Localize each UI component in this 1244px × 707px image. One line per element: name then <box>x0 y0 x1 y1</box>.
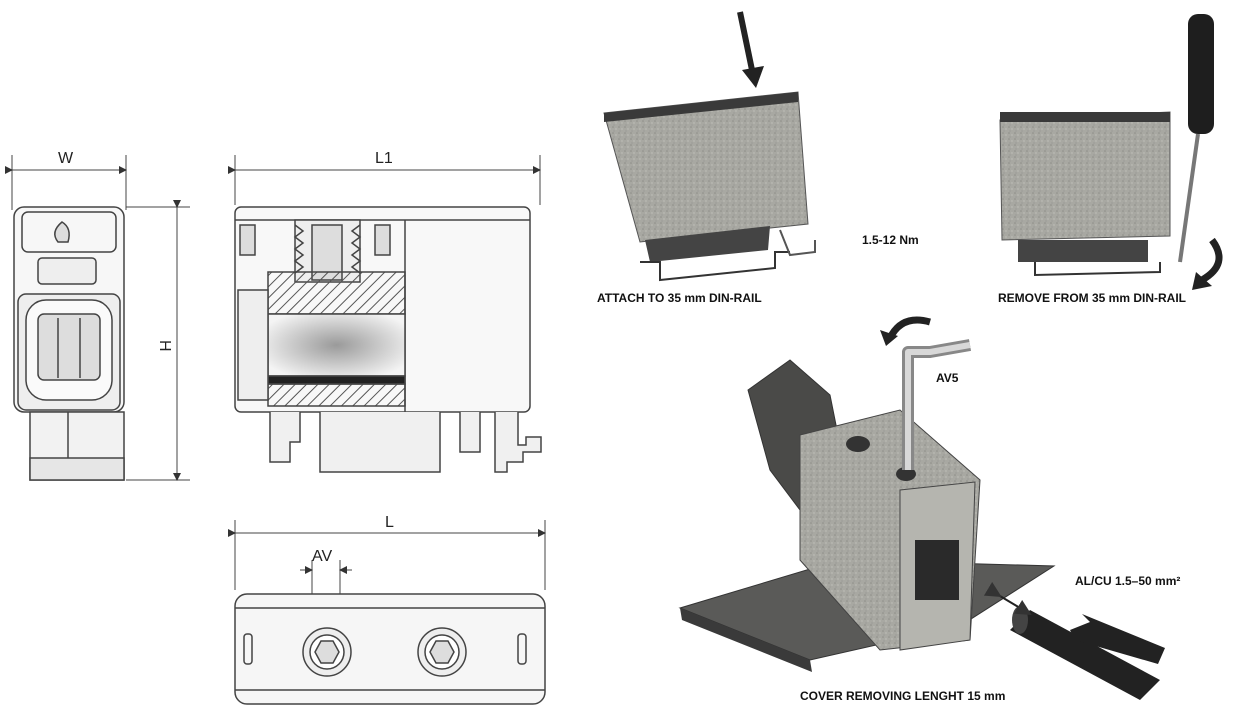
length1-label: L1 <box>375 150 393 167</box>
attach-caption: ATTACH TO 35 mm DIN-RAIL <box>597 291 762 305</box>
assembly-illustration <box>678 316 1165 700</box>
rotate-arrow-icon <box>1192 272 1212 290</box>
rotation-arrow-icon <box>886 316 931 340</box>
hex-label: AV <box>312 548 332 565</box>
length-label: L <box>385 514 394 531</box>
front-view <box>5 155 190 481</box>
tool-label: AV5 <box>936 371 959 385</box>
remove-caption: REMOVE FROM 35 mm DIN-RAIL <box>998 291 1186 305</box>
conductor-label: AL/CU 1.5–50 mm² <box>1075 574 1180 588</box>
conductor-icon <box>1010 610 1160 700</box>
torque-label: 1.5-12 Nm <box>862 233 919 247</box>
section-view <box>228 155 542 473</box>
attach-illustration <box>603 11 816 282</box>
top-view <box>228 520 546 705</box>
remove-illustration <box>999 14 1223 290</box>
strip-length-label: COVER REMOVING LENGHT 15 mm <box>800 689 1005 703</box>
height-label: H <box>156 340 173 352</box>
insert-arrow-icon <box>1070 614 1165 664</box>
screwdriver-icon <box>1188 14 1214 134</box>
down-arrow-icon <box>742 66 764 88</box>
width-label: W <box>58 150 74 167</box>
